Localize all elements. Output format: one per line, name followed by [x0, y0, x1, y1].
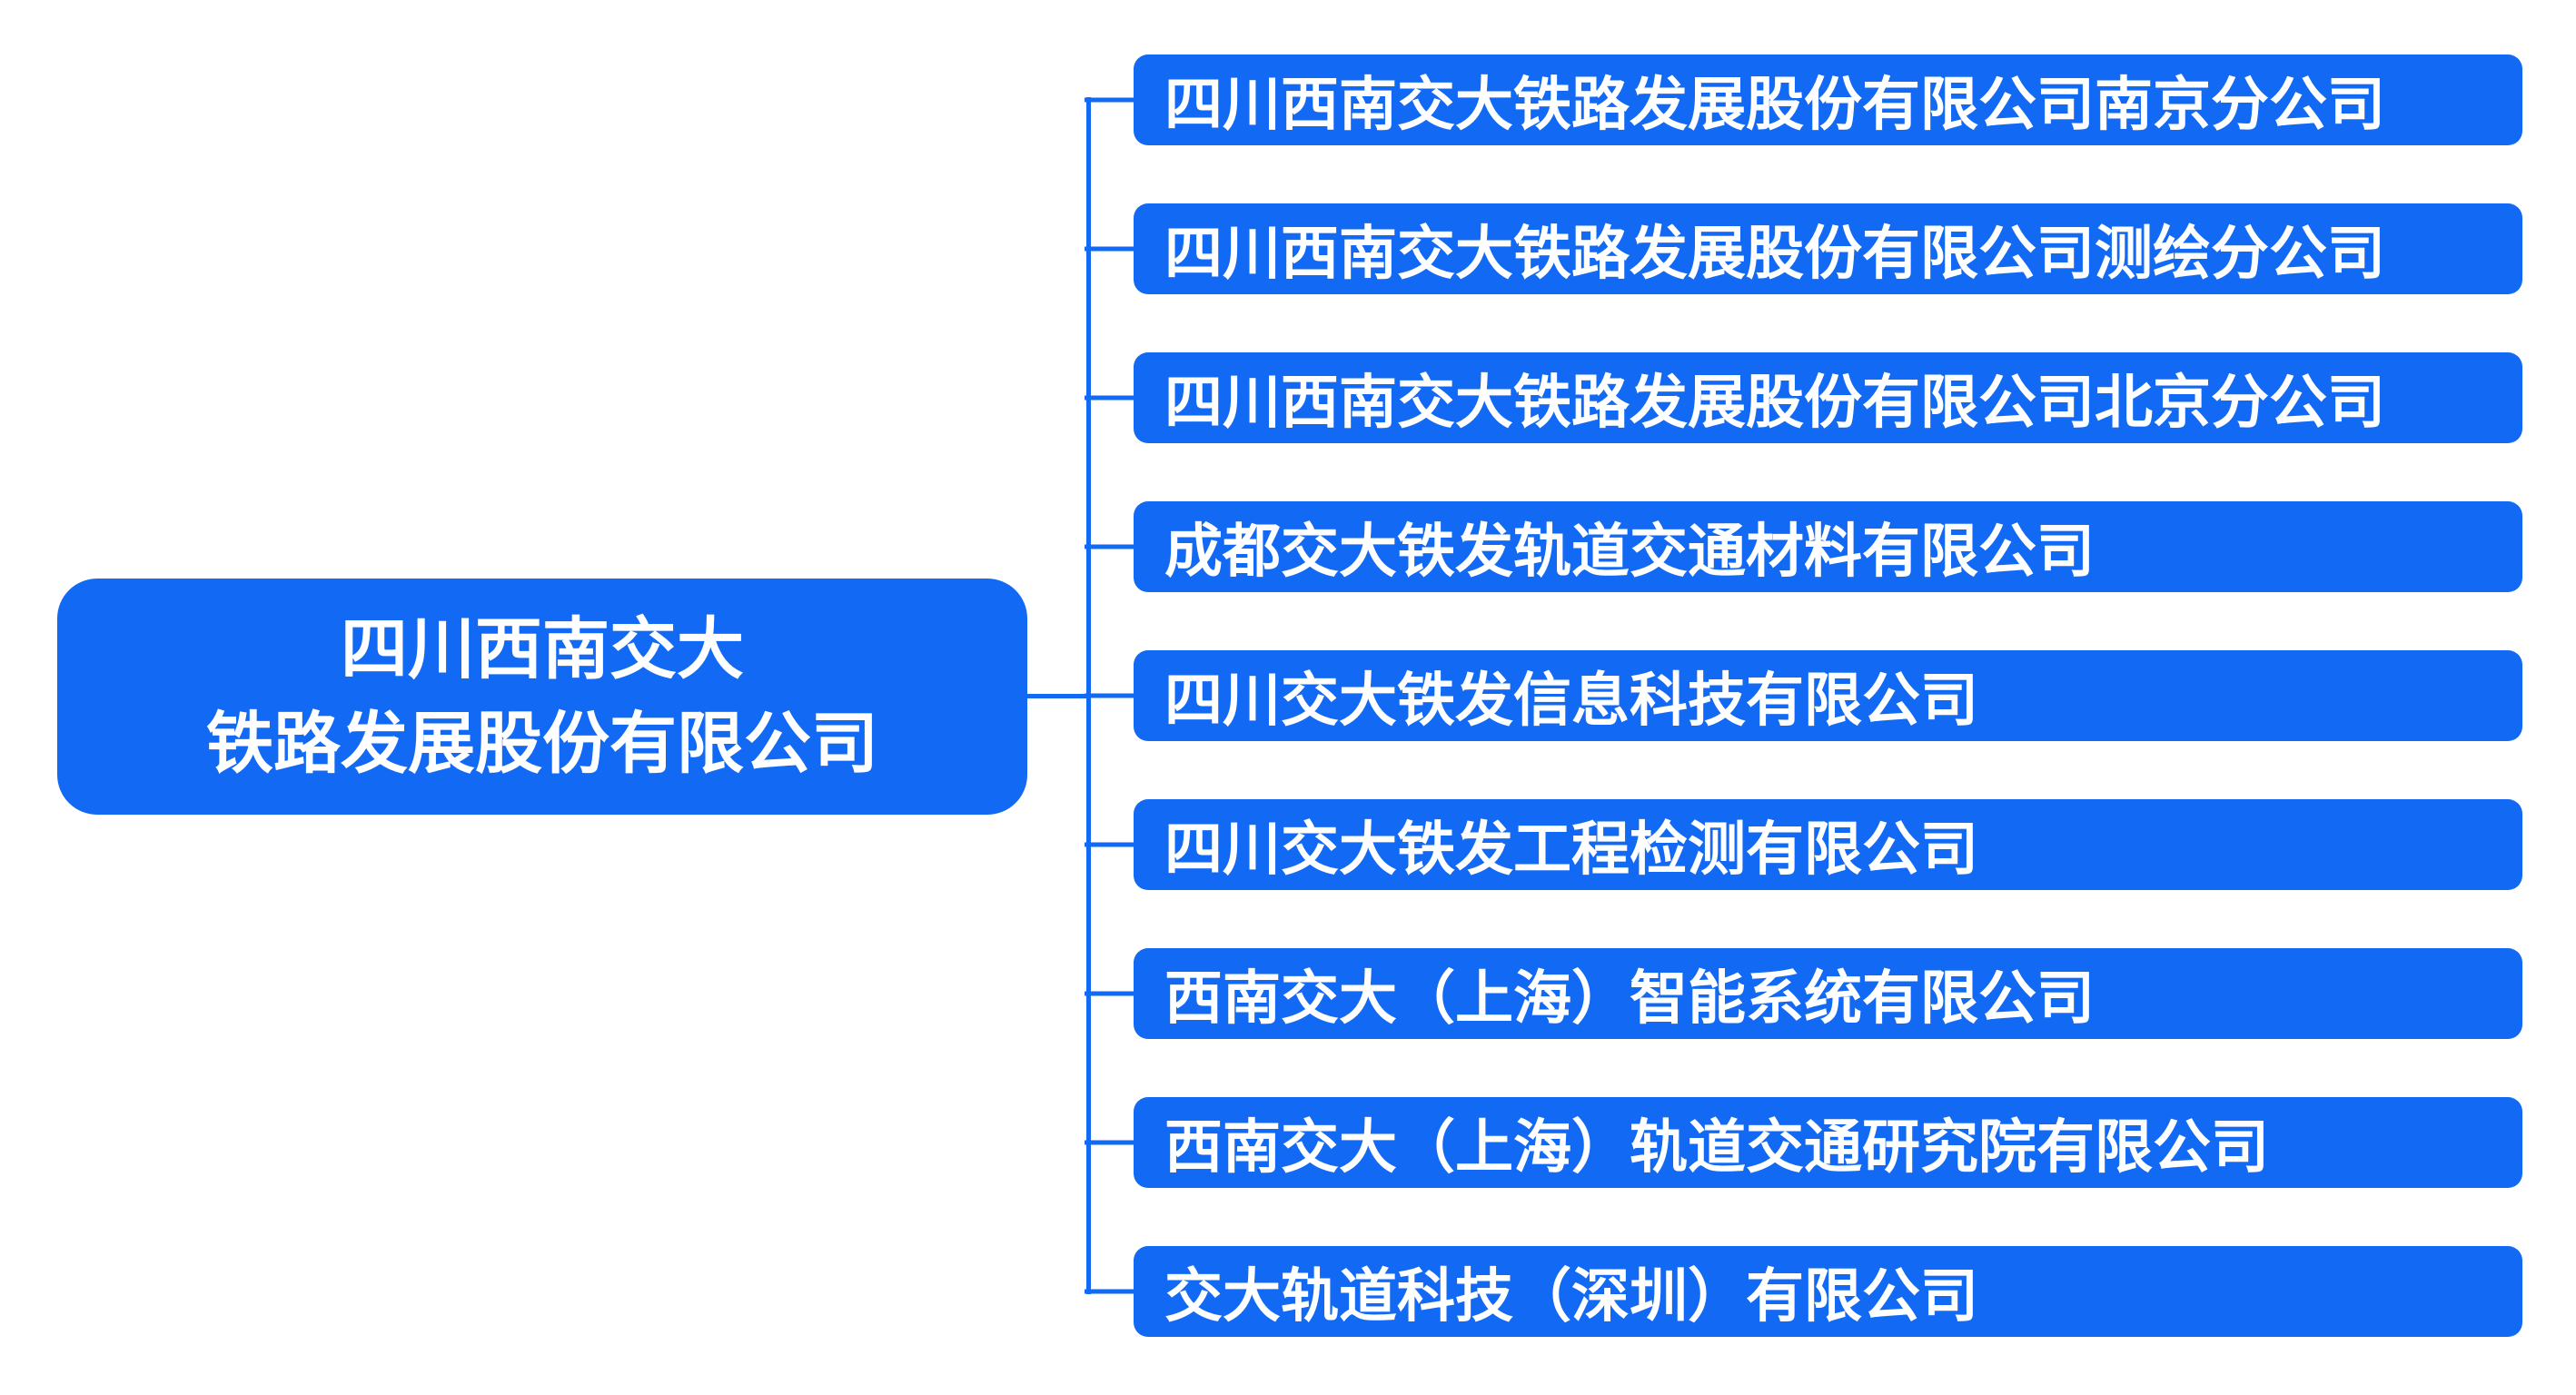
org-child-node[interactable]: 西南交大（上海）轨道交通研究院有限公司: [1134, 1097, 2522, 1188]
root-connector-line: [1027, 694, 1091, 698]
org-child-label: 西南交大（上海）轨道交通研究院有限公司: [1164, 1114, 2269, 1180]
org-child-label: 西南交大（上海）智能系统有限公司: [1164, 965, 2095, 1031]
org-child-node[interactable]: 四川西南交大铁路发展股份有限公司北京分公司: [1134, 352, 2522, 443]
org-child-node[interactable]: 四川交大铁发工程检测有限公司: [1134, 799, 2522, 890]
org-children-column: 四川西南交大铁路发展股份有限公司南京分公司 四川西南交大铁路发展股份有限公司测绘…: [1134, 54, 2522, 1337]
org-child-node[interactable]: 四川西南交大铁路发展股份有限公司南京分公司: [1134, 54, 2522, 145]
org-child-node[interactable]: 西南交大（上海）智能系统有限公司: [1134, 948, 2522, 1039]
org-root-node[interactable]: 四川西南交大 铁路发展股份有限公司: [57, 579, 1027, 815]
org-root-label-line1: 四川西南交大: [341, 611, 744, 687]
org-child-label: 四川交大铁发工程检测有限公司: [1164, 816, 1978, 882]
org-child-label: 四川西南交大铁路发展股份有限公司测绘分公司: [1164, 221, 2385, 286]
org-child-label: 四川西南交大铁路发展股份有限公司北京分公司: [1164, 370, 2385, 435]
org-child-node[interactable]: 四川交大铁发信息科技有限公司: [1134, 650, 2522, 741]
org-child-node[interactable]: 四川西南交大铁路发展股份有限公司测绘分公司: [1134, 203, 2522, 294]
org-child-node[interactable]: 交大轨道科技（深圳）有限公司: [1134, 1246, 2522, 1337]
org-child-node[interactable]: 成都交大铁发轨道交通材料有限公司: [1134, 501, 2522, 592]
org-child-label: 四川西南交大铁路发展股份有限公司南京分公司: [1164, 72, 2385, 137]
org-root-label-line2: 铁路发展股份有限公司: [206, 706, 878, 781]
org-child-label: 成都交大铁发轨道交通材料有限公司: [1164, 519, 2095, 584]
org-child-label: 四川交大铁发信息科技有限公司: [1164, 668, 1978, 733]
org-child-label: 交大轨道科技（深圳）有限公司: [1164, 1263, 1978, 1329]
